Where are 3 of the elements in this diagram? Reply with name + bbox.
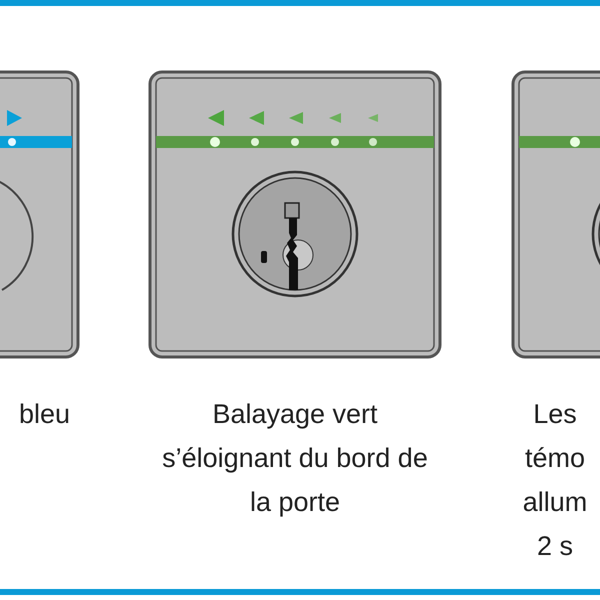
caption: bleu xyxy=(18,398,70,431)
caption: Balayage vert s’éloignant du bord de la porte xyxy=(161,398,429,519)
caption: Les témo allum 2 s xyxy=(522,398,588,563)
